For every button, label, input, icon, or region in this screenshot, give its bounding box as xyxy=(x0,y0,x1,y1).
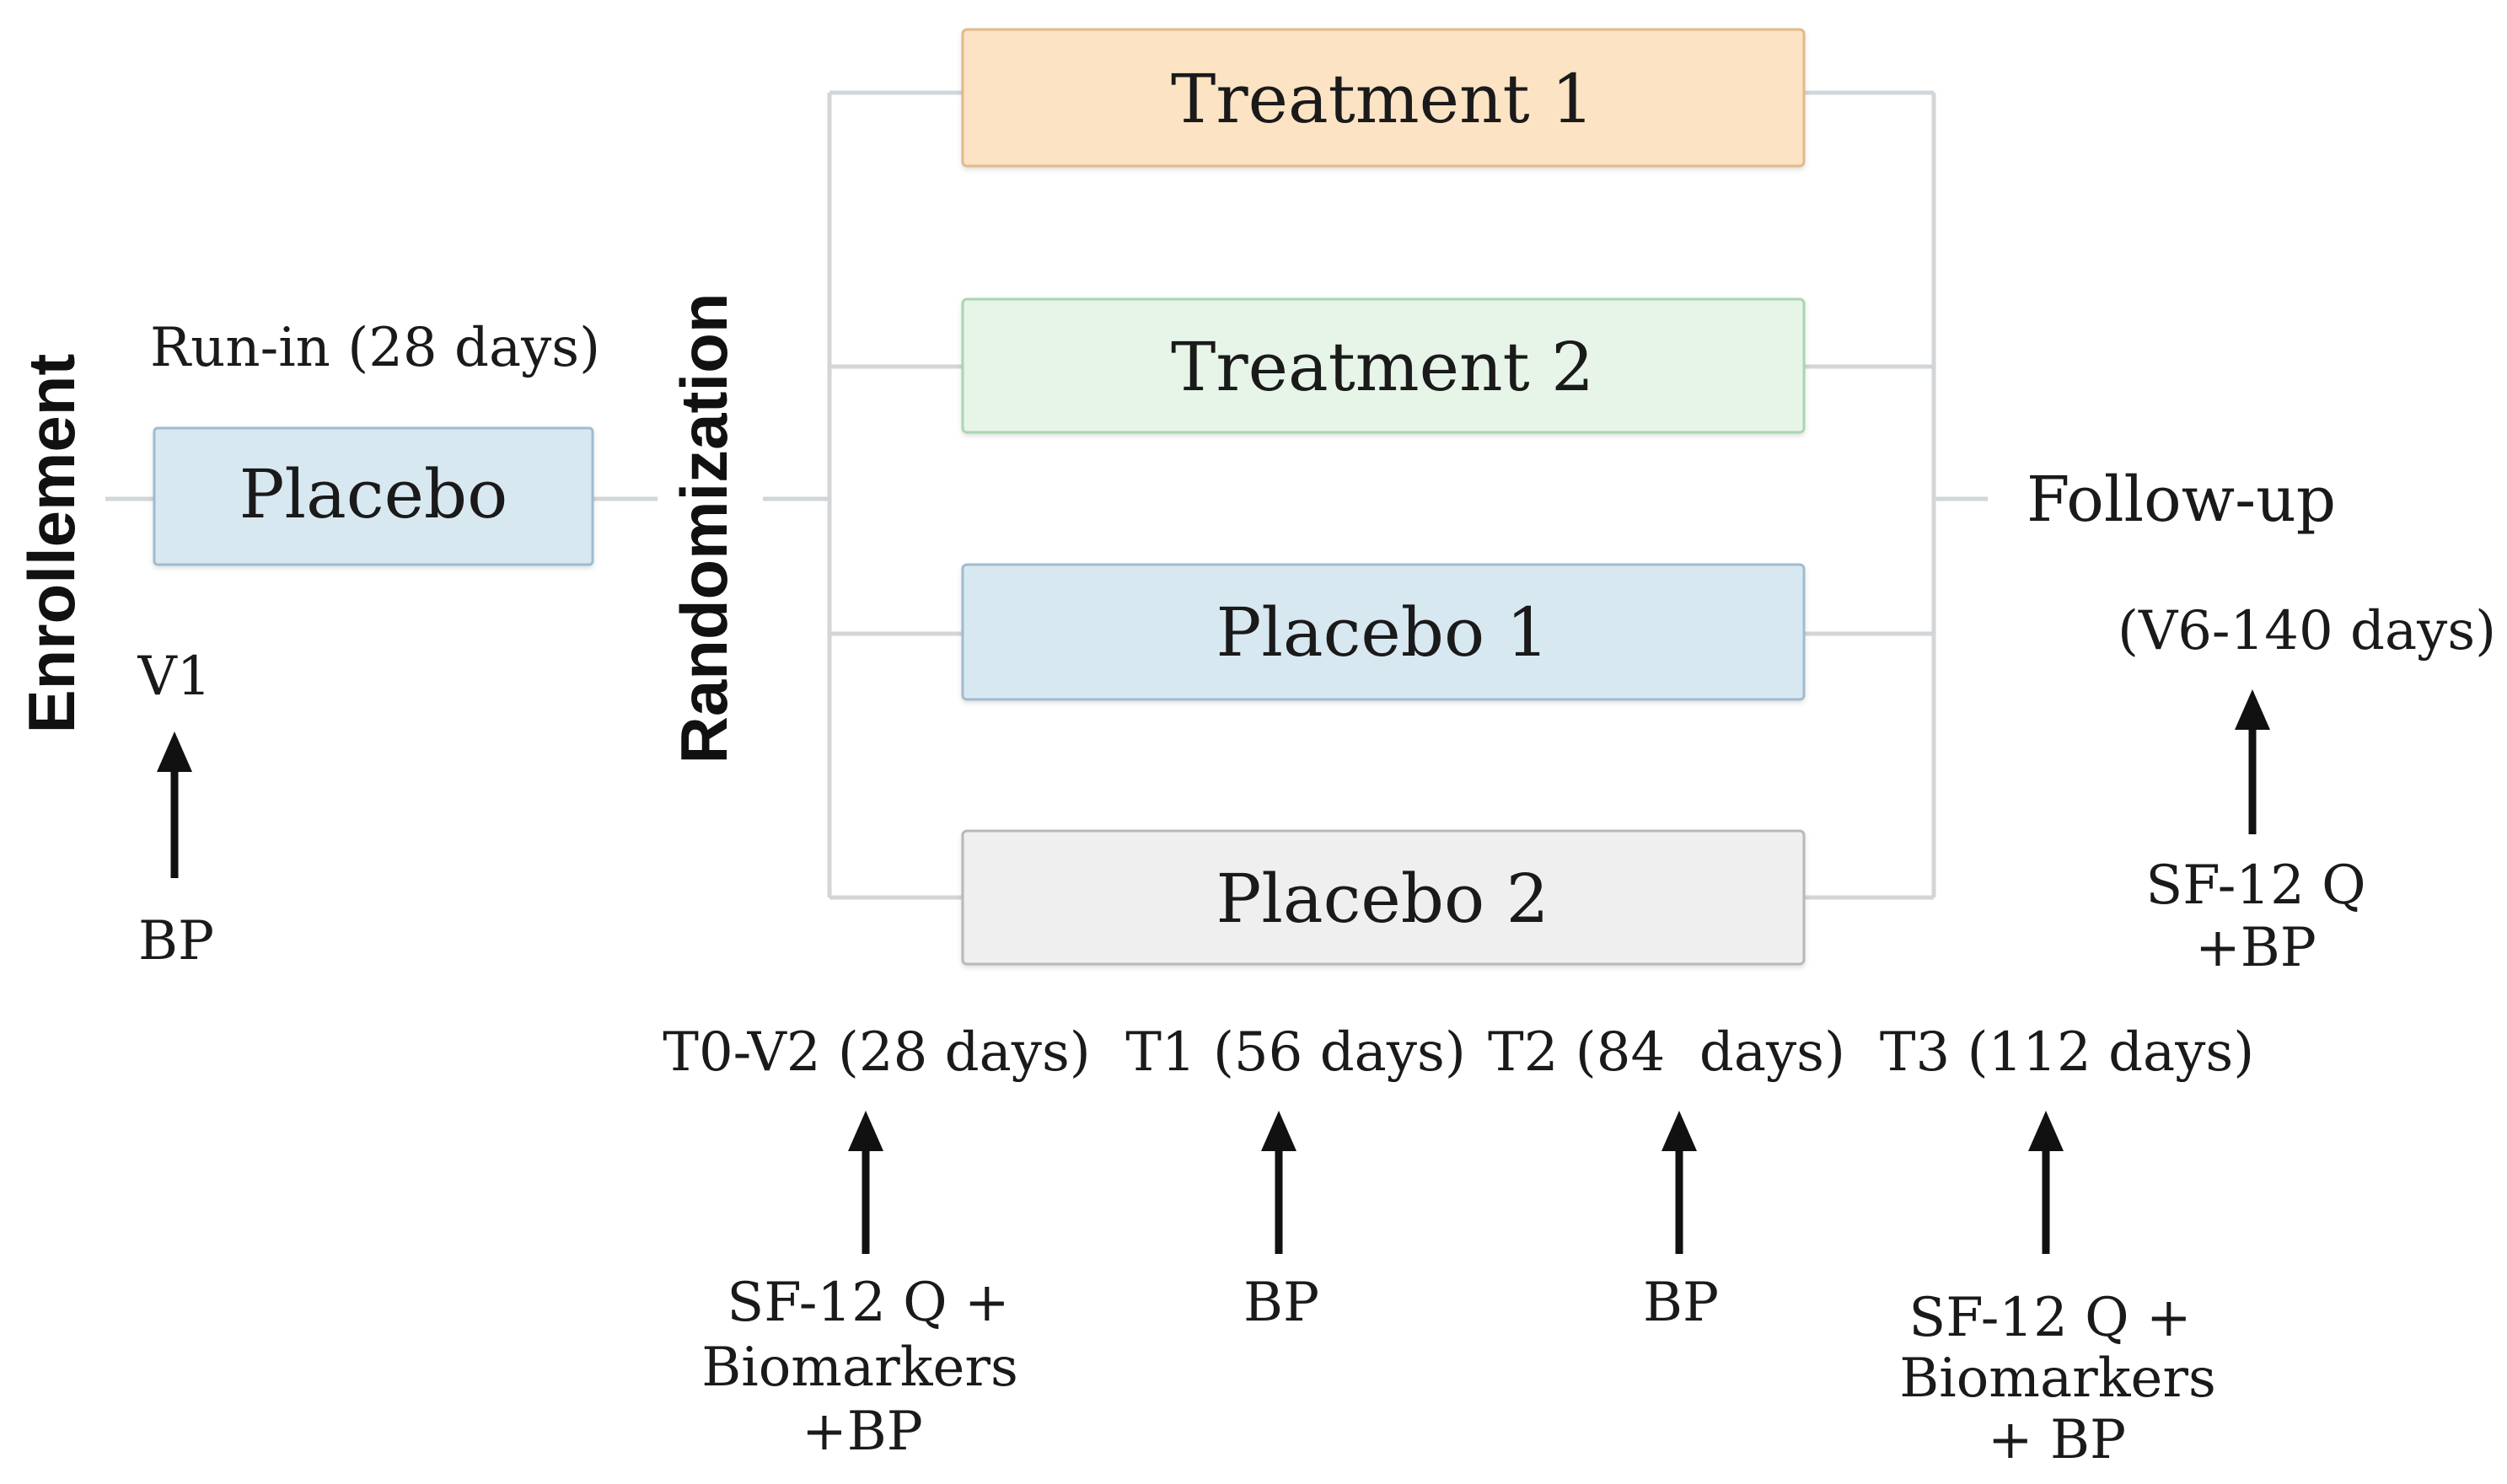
runin-label: Run-in (28 days) xyxy=(150,317,600,379)
v1-arrow xyxy=(157,731,192,878)
timepoint-t1-arrow xyxy=(1261,1111,1296,1254)
arm-treatment-1-label: Treatment 1 xyxy=(1171,60,1594,138)
followup-visit-label: (V6-140 days) xyxy=(2118,600,2496,662)
runin-placebo-label: Placebo xyxy=(239,455,508,533)
connector-lines xyxy=(105,90,1988,900)
v1-label: V1 xyxy=(137,646,212,708)
timepoint-t2-arrow xyxy=(1661,1111,1697,1254)
followup-measure-line2: +BP xyxy=(2195,917,2316,979)
timepoint-t0-arrow xyxy=(848,1111,883,1254)
timepoint-t2-label: T2 (84 days) xyxy=(1488,1021,1845,1084)
randomization-label: Randomization xyxy=(667,293,741,764)
arm-placebo-2-label: Placebo 2 xyxy=(1216,860,1549,938)
timepoint-t3-measure-line1: SF-12 Q + xyxy=(1908,1287,2191,1349)
timepoint-t1-label: T1 (56 days) xyxy=(1125,1021,1466,1084)
timepoint-t0-measure-line2: Biomarkers xyxy=(701,1337,1018,1399)
enrollment-label: Enrollement xyxy=(14,354,89,734)
timepoint-t3-label: T3 (112 days) xyxy=(1880,1021,2254,1084)
arm-treatment-2-label: Treatment 2 xyxy=(1171,328,1594,406)
arm-placebo-1-label: Placebo 1 xyxy=(1216,593,1549,672)
arm-placebo-1: Placebo 1 xyxy=(961,563,1806,701)
followup-arrow xyxy=(2235,689,2270,834)
arm-placebo-2: Placebo 2 xyxy=(961,829,1806,966)
v1-measure-label: BP xyxy=(138,910,214,972)
runin-placebo-box xyxy=(153,426,594,566)
timepoint-t0-measure-line1: SF-12 Q + xyxy=(727,1272,1009,1334)
timepoint-t0-measure-line3: +BP xyxy=(802,1401,923,1463)
timepoint-t2-measure: BP xyxy=(1643,1272,1719,1334)
timepoint-t1-measure: BP xyxy=(1243,1272,1319,1334)
followup-label: Follow-up xyxy=(2027,463,2336,536)
timepoint-t3-measure-line2: Biomarkers xyxy=(1899,1347,2216,1410)
timepoint-t3-measure-line3: + BP xyxy=(1988,1409,2126,1471)
arm-treatment-1: Treatment 1 xyxy=(961,28,1806,168)
arm-treatment-2: Treatment 2 xyxy=(961,297,1806,434)
followup-measure-line1: SF-12 Q xyxy=(2145,855,2365,917)
timepoint-t0-label: T0-V2 (28 days) xyxy=(663,1021,1091,1084)
timepoint-t3-arrow xyxy=(2028,1111,2064,1254)
